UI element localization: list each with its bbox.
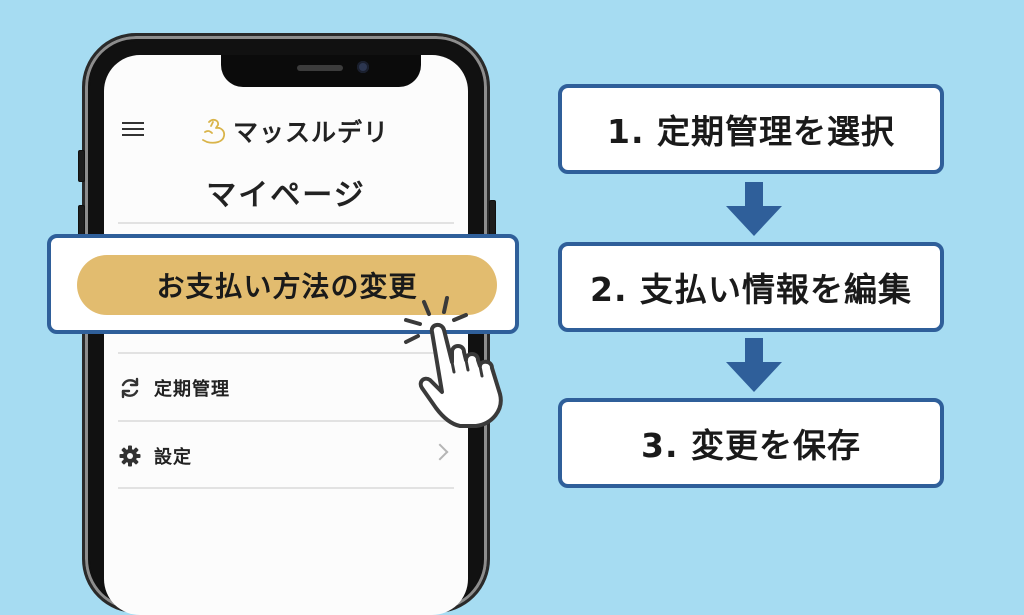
- gear-icon: [119, 445, 141, 467]
- chevron-right-icon: [431, 443, 449, 461]
- front-camera: [357, 61, 369, 73]
- divider: [118, 487, 454, 489]
- menu-item-subscription[interactable]: 定期管理: [118, 368, 454, 408]
- divider: [118, 222, 454, 224]
- tapping-hand-icon: [404, 296, 503, 428]
- down-arrow-icon: [726, 182, 782, 236]
- menu-item-label: 設定: [154, 447, 192, 468]
- step-1-select-subscription: 1. 定期管理を選択: [558, 84, 944, 174]
- speaker-grille: [297, 65, 343, 71]
- menu-item-settings[interactable]: 設定: [118, 436, 454, 476]
- menu-item-label: 定期管理: [154, 379, 230, 400]
- phone-side-button: [78, 150, 85, 182]
- flexed-bicep-icon: [202, 118, 226, 144]
- phone-notch: [221, 55, 421, 87]
- brand-name: マッスルデリ: [233, 118, 390, 147]
- step-3-save-changes: 3. 変更を保存: [558, 398, 944, 488]
- page-title: マイページ: [206, 178, 366, 213]
- divider: [118, 420, 454, 422]
- app-header: マッスルデリ: [104, 113, 468, 147]
- refresh-icon: [121, 377, 139, 399]
- brand-logo[interactable]: マッスルデリ: [199, 113, 389, 149]
- hamburger-menu-icon[interactable]: [122, 118, 144, 136]
- down-arrow-icon: [726, 338, 782, 392]
- step-2-edit-payment-info: 2. 支払い情報を編集: [558, 242, 944, 332]
- phone-screen: マッスルデリ マイページ 定期管理 設: [104, 55, 468, 615]
- divider: [118, 352, 454, 354]
